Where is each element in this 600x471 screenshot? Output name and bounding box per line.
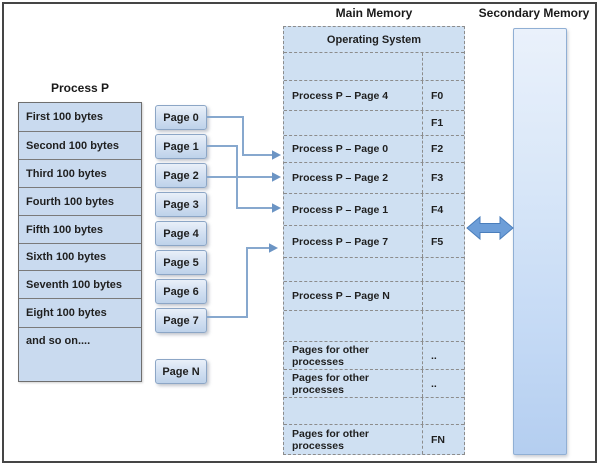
main-memory-row — [284, 258, 464, 282]
main-memory-frame-id: F3 — [422, 163, 464, 193]
page-box-label: Page 2 — [163, 169, 199, 182]
main-memory-row: Pages for other processes.. — [284, 342, 464, 370]
page-box-label: Page 4 — [163, 227, 199, 240]
main-memory-row: Operating System — [284, 27, 464, 53]
page-box-n: Page N — [155, 359, 207, 384]
main-memory-row: Process P – Page 1 F4 — [284, 194, 464, 226]
main-memory-row — [284, 53, 464, 81]
main-memory-row-label: Pages for other processes — [292, 343, 370, 368]
page-box-6: Page 6 — [155, 279, 207, 304]
main-memory-row: F1 — [284, 111, 464, 136]
process-table-row-label: Eight 100 bytes — [26, 307, 107, 319]
process-table-row: Third 100 bytes — [19, 160, 141, 188]
main-memory-row-label: Process P – Page 0 — [292, 143, 389, 155]
process-table-row: Sixth 100 bytes — [19, 244, 141, 271]
main-memory-row-label: Pages for other processes — [292, 427, 370, 452]
process-table-title: Process P — [50, 81, 110, 95]
main-memory-frame-id: F1 — [422, 111, 464, 135]
main-memory-frame-id: F5 — [422, 226, 464, 257]
main-memory-row: Process P – Page 7 F5 — [284, 226, 464, 258]
process-table-row-label: and so on.... — [26, 335, 91, 347]
main-memory-row-label: Process P – Page N — [292, 290, 390, 302]
main-memory-frame-id — [422, 53, 464, 80]
process-table-row: Fifth 100 bytes — [19, 216, 141, 244]
main-memory-frame-id — [422, 311, 464, 341]
page-box-label: Page 1 — [163, 140, 199, 153]
secondary-memory-box — [513, 28, 567, 455]
main-memory-row: Process P – Page 0 F2 — [284, 136, 464, 163]
process-table-row-label: Fourth 100 bytes — [26, 195, 115, 208]
main-memory-row: Process P – Page N — [284, 282, 464, 311]
process-table-row: Eight 100 bytes — [19, 299, 141, 328]
main-memory-row-label — [284, 53, 422, 80]
process-table-row: and so on.... — [19, 328, 141, 381]
main-memory-row — [284, 398, 464, 425]
secondary-memory-title: Secondary Memory — [478, 6, 590, 20]
process-table-row: First 100 bytes — [19, 103, 141, 132]
page-box-2: Page 2 — [155, 163, 207, 188]
main-memory-row-label: Process P – Page 7 — [292, 235, 389, 248]
page-box-label: Page 6 — [163, 285, 199, 298]
main-memory-row-label: Process P – Page 1 — [292, 203, 389, 216]
main-memory-frame-id: F4 — [422, 194, 464, 225]
page-box-0: Page 0 — [155, 105, 207, 130]
main-memory-row: Pages for other processes FN — [284, 425, 464, 454]
main-memory-row-label: Pages for other processes — [292, 371, 370, 396]
main-memory-frame-id — [422, 398, 464, 424]
main-memory-row: Process P – Page 4 F0 — [284, 81, 464, 111]
process-table-row-label: Sixth 100 bytes — [26, 251, 107, 263]
page-box-1: Page 1 — [155, 134, 207, 159]
main-memory-frame-id: FN — [422, 425, 464, 454]
main-memory-frame-id: F0 — [422, 81, 464, 110]
process-table-row-label: Fifth 100 bytes — [26, 223, 104, 236]
main-memory-title: Main Memory — [335, 6, 413, 20]
process-table-row-label: First 100 bytes — [26, 111, 104, 123]
main-memory-row-label: Process P – Page 4 — [292, 89, 389, 102]
main-memory-frame-id — [422, 282, 464, 310]
main-memory-frame-id: .. — [422, 342, 464, 369]
page-box-label: Page 5 — [163, 256, 199, 269]
main-memory-frame-id: .. — [422, 370, 464, 397]
main-memory-frame-id — [422, 258, 464, 281]
process-table-row-label: Seventh 100 bytes — [26, 278, 122, 291]
page-box-4: Page 4 — [155, 221, 207, 246]
process-table-row-label: Third 100 bytes — [26, 167, 107, 180]
page-box-label: Page 3 — [163, 198, 199, 211]
main-memory-row-label — [284, 311, 422, 341]
main-memory-row-label — [284, 398, 422, 424]
main-memory-row-label — [284, 111, 422, 135]
main-memory-frame-id: F2 — [422, 136, 464, 162]
page-box-label: Page 7 — [163, 314, 199, 327]
process-table-row: Fourth 100 bytes — [19, 188, 141, 216]
process-table-row: Second 100 bytes — [19, 132, 141, 160]
main-memory-row: Process P – Page 2 F3 — [284, 163, 464, 194]
page-box-3: Page 3 — [155, 192, 207, 217]
main-memory-row-label: Process P – Page 2 — [292, 172, 389, 184]
page-box-label: Page 0 — [163, 111, 199, 124]
main-memory-row — [284, 311, 464, 342]
page-box-7: Page 7 — [155, 308, 207, 333]
page-box-5: Page 5 — [155, 250, 207, 275]
main-memory-row-label — [284, 258, 422, 281]
process-table-row: Seventh 100 bytes — [19, 271, 141, 299]
diagram-border — [2, 2, 597, 463]
main-memory-row: Pages for other processes.. — [284, 370, 464, 398]
process-table-row-label: Second 100 bytes — [26, 139, 119, 152]
page-box-label: Page N — [162, 365, 200, 378]
operating-system-cell: Operating System — [326, 33, 422, 46]
